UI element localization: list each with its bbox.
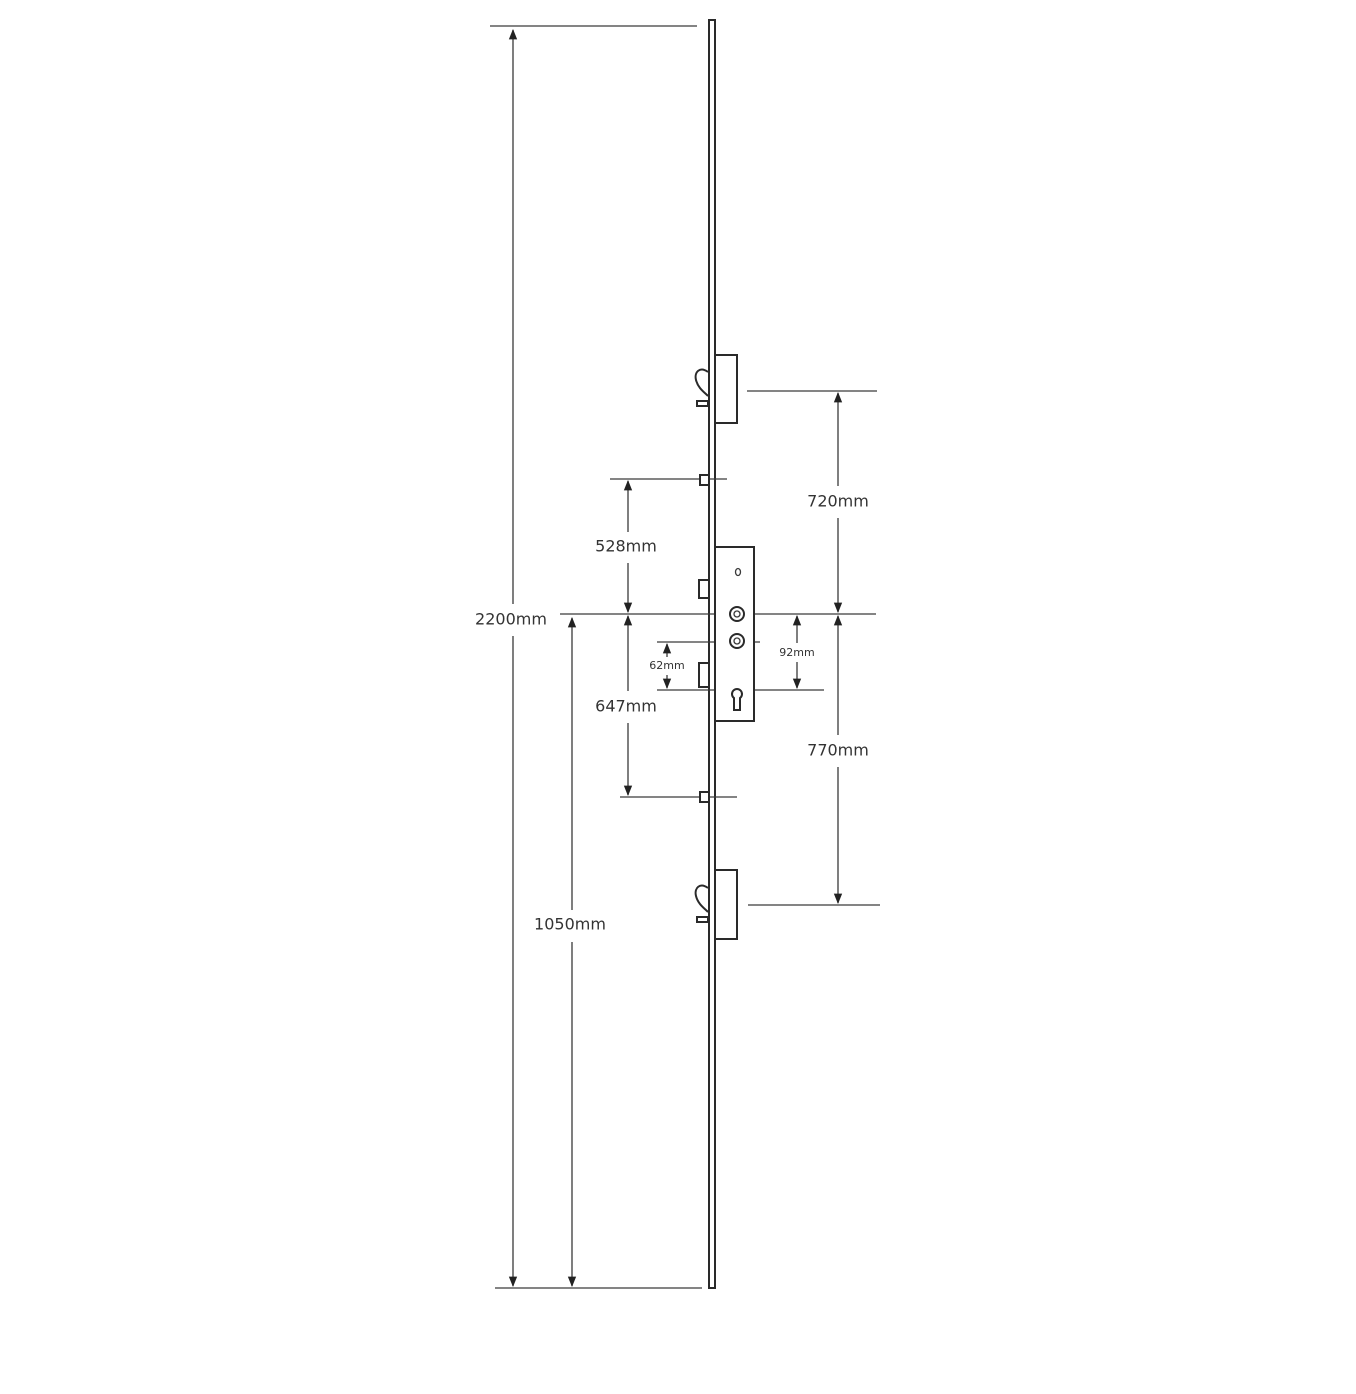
upper-roller <box>699 474 710 486</box>
upper-hook-bolt <box>694 354 738 424</box>
dim-2200-label: 2200mm <box>475 610 547 629</box>
dim-647-label: 647mm <box>595 697 657 716</box>
euro-cylinder-hole <box>731 688 743 711</box>
dim-92-label: 92mm <box>779 646 814 659</box>
latch-tab <box>698 662 710 688</box>
dim-62-label: 62mm <box>649 659 684 672</box>
dim-720-label: 720mm <box>807 492 869 511</box>
dim-770-label: 770mm <box>807 741 869 760</box>
lower-hook-bolt <box>694 869 738 940</box>
deadbolt-tab <box>698 579 710 599</box>
dim-528-label: 528mm <box>595 537 657 556</box>
lower-roller <box>699 791 710 803</box>
dim-1050-label: 1050mm <box>534 915 606 934</box>
gearbox-case <box>698 546 755 722</box>
